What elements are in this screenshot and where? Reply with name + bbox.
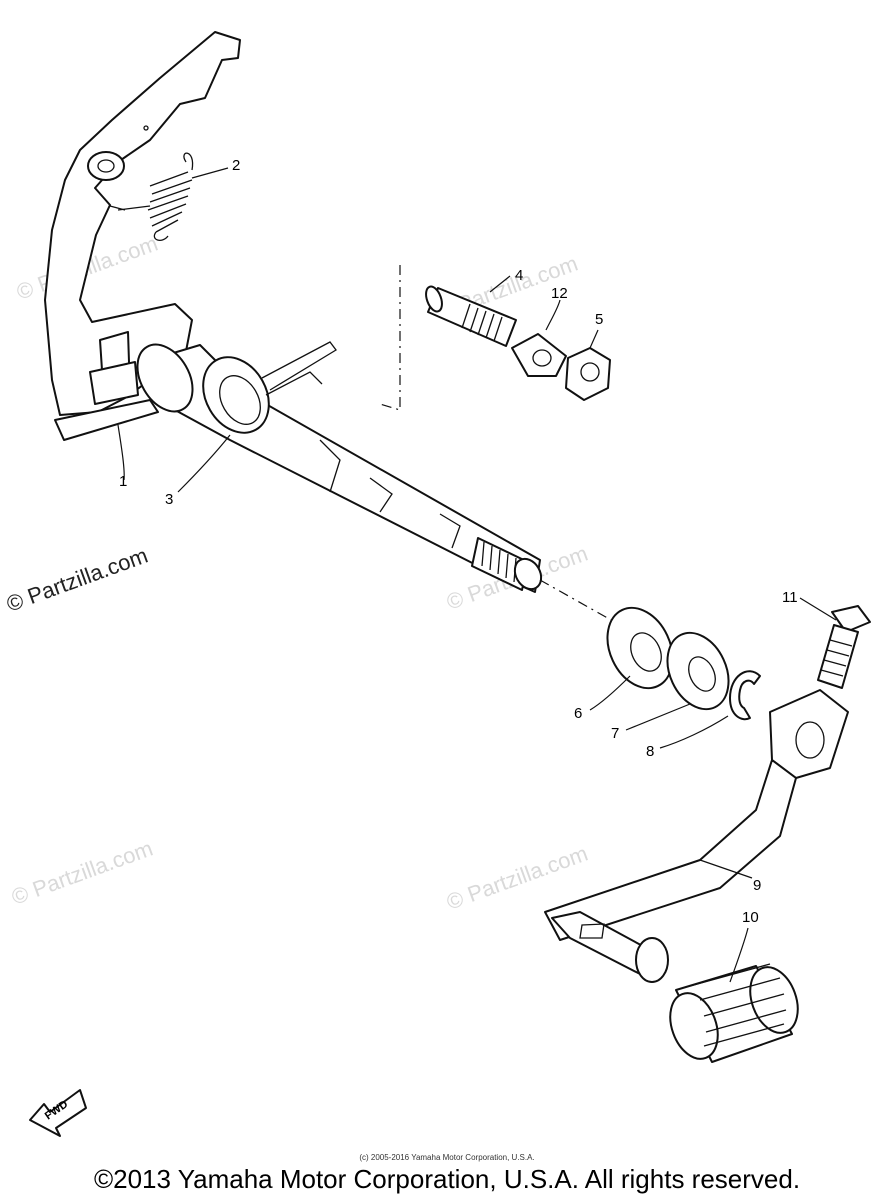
callouts: 1 2 3 4 5 6 7 8 9 10 11 12 [119,157,798,926]
callout-10: 10 [742,909,759,926]
fwd-arrow: FWD [29,1089,87,1137]
part-3-collar-spring [202,341,337,434]
part-1-shift-arm [44,31,241,441]
part-8-circlip [729,670,761,721]
watermark-4: © Partzilla.com [8,836,156,910]
leader-lines [117,167,837,983]
part-5-nut [565,347,611,401]
part-11-bolt [817,605,871,689]
watermark-main: © Partzilla.com [3,543,151,617]
callout-6: 6 [574,705,582,722]
callout-8: 8 [646,743,654,760]
part-9-shift-pedal [544,689,849,983]
part-10-pedal-rubber [669,963,799,1063]
part-7-washer [666,631,730,711]
callout-9: 9 [753,877,761,894]
part-2-spring [117,152,194,242]
main-copyright: ©2013 Yamaha Motor Corporation, U.S.A. A… [93,1164,801,1194]
alignment-line-top [379,265,401,411]
part-6-oil-seal [606,606,674,690]
part-4-stud [425,285,517,347]
callout-7: 7 [611,725,619,742]
callout-11: 11 [782,589,798,606]
callout-4: 4 [515,267,523,284]
part-12-lock-washer [511,333,567,377]
callout-12: 12 [551,285,568,302]
shift-shaft [136,343,543,593]
callout-1: 1 [119,473,127,490]
callout-5: 5 [595,311,603,328]
alignment-line-main [539,579,621,626]
callout-3: 3 [165,491,173,508]
small-copyright: (c) 2005-2016 Yamaha Motor Corporation, … [359,1153,535,1162]
callout-2: 2 [232,157,240,174]
